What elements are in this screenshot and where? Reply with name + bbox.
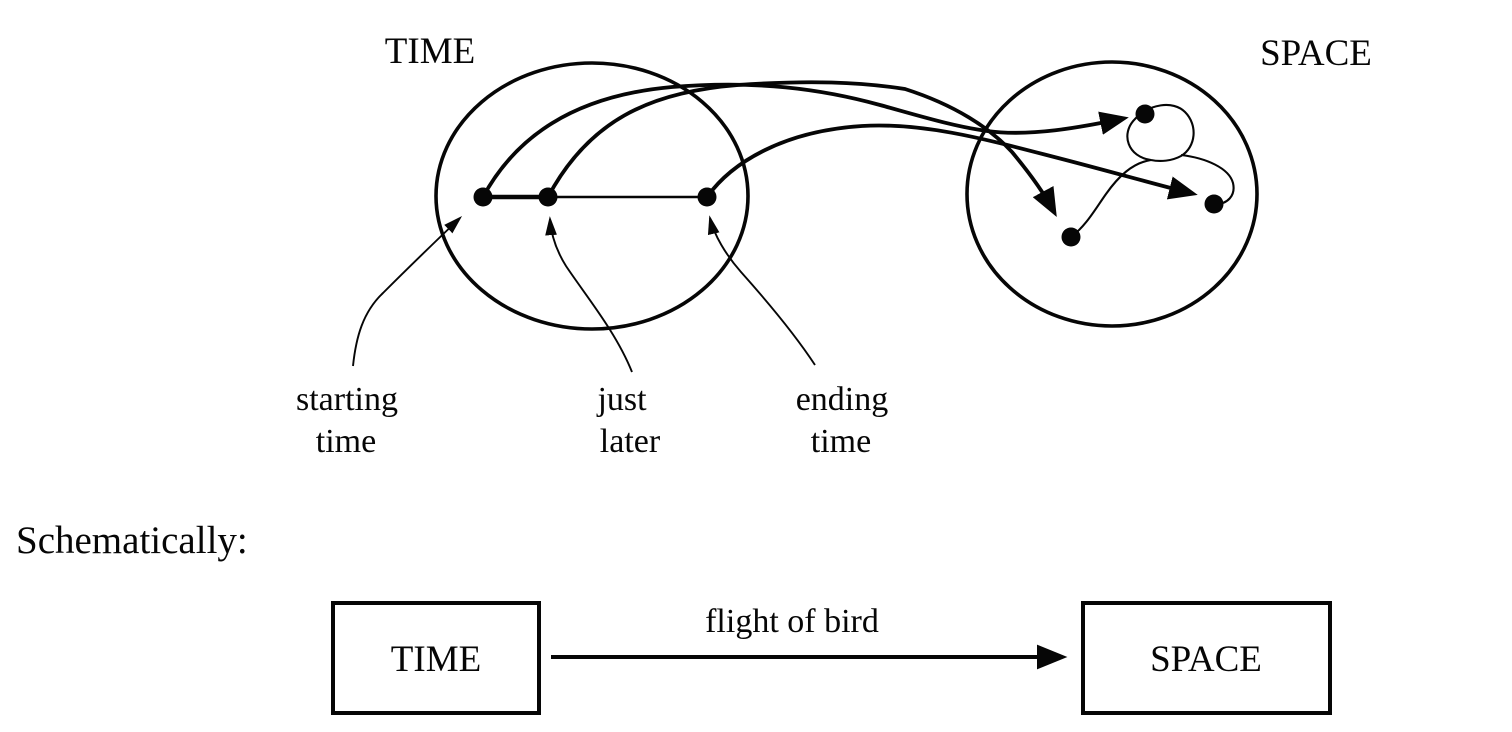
schematic-time-box-label: TIME [391,639,481,680]
space-point-right-dot [1204,194,1224,214]
map-curve-ending-time [705,123,1198,200]
schematic-space-box [1081,601,1332,715]
flight-path-curve [1070,103,1235,238]
label-starting-line2: time [316,423,376,460]
map-curve-just-later [546,80,1057,218]
time-point-ending-dot [697,187,717,207]
leader-arrow-just-later [545,216,633,373]
label-ending-line2: time [811,423,871,460]
space-set-ellipse [965,60,1259,328]
label-just-later-line2: later [600,423,661,460]
space-point-bottom-dot [1061,227,1081,247]
schematic-space-box-label: SPACE [1150,639,1262,680]
time-set-label: TIME [385,31,475,72]
label-ending-line1: ending [796,381,889,418]
time-set-ellipse [434,61,750,331]
map-curve-starting-time [481,82,1129,198]
schematic-time-box [331,601,541,715]
leader-arrow-starting-time [352,216,463,367]
schematic-heading: Schematically: [16,519,248,562]
label-just-later-line1: just [596,381,647,418]
space-set-label: SPACE [1260,33,1372,74]
leader-arrow-ending-time [707,215,816,366]
time-point-starting-dot [473,187,493,207]
schematic-arrow-label: flight of bird [705,603,879,640]
space-point-top-dot [1135,104,1155,124]
time-point-just-later-dot [538,187,558,207]
label-starting-line1: starting [296,381,398,418]
